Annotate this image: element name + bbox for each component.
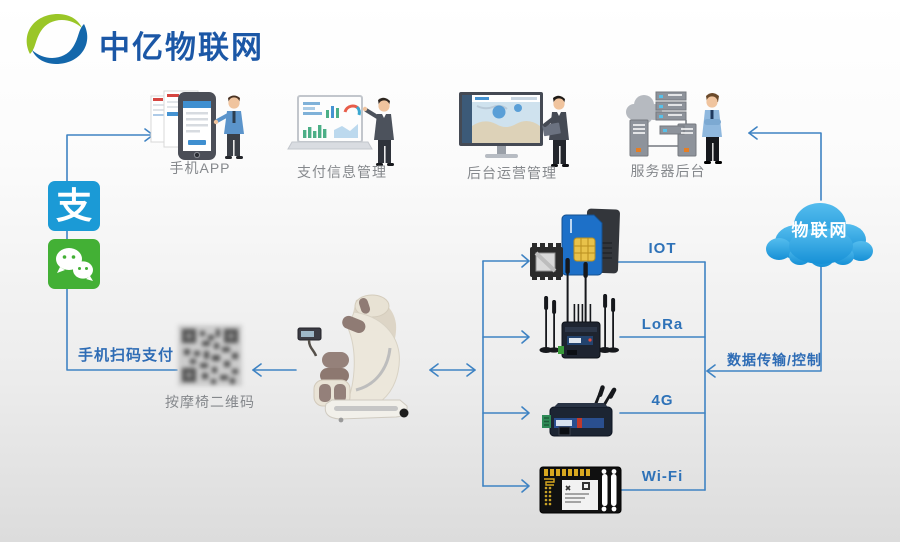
wechat-bubbles — [56, 248, 93, 281]
4g-router-illustration — [542, 385, 617, 437]
device-label-wifi: Wi-Fi — [641, 468, 684, 485]
qr-code-image — [178, 325, 242, 386]
logo-title: 中亿物联网 — [99, 30, 264, 65]
device-label-lora: LoRa — [641, 316, 684, 333]
label-qr-caption: 按摩椅二维码 — [165, 394, 255, 410]
lora-gateway-illustration — [539, 258, 619, 359]
wechat-icon — [48, 239, 100, 289]
label-data-transfer: 数据传输/控制 — [727, 352, 822, 368]
alipay-icon: 支 — [48, 181, 100, 231]
cloud-label: 物联网 — [791, 221, 849, 240]
logo-swirl-icon — [26, 14, 88, 64]
iot-sim-illustration — [530, 208, 620, 280]
device-label-4g: 4G — [651, 392, 674, 409]
label-server-backend: 服务器后台 — [630, 163, 706, 179]
label-backend-ops: 后台运营管理 — [467, 165, 557, 181]
label-scan-pay: 手机扫码支付 — [78, 347, 175, 364]
label-mobile-app: 手机APP — [169, 160, 231, 176]
device-label-iot: IOT — [648, 240, 677, 257]
backend-ops-illustration — [459, 92, 569, 167]
payment-info-illustration — [287, 95, 394, 166]
wifi-module-illustration — [539, 466, 622, 514]
server-backend-illustration — [626, 91, 722, 164]
mobile-app-illustration — [150, 90, 244, 160]
alipay-glyph: 支 — [55, 185, 92, 226]
iot-cloud-icon — [766, 203, 873, 267]
label-payment-info: 支付信息管理 — [297, 164, 387, 180]
massage-chair-illustration — [297, 294, 409, 423]
